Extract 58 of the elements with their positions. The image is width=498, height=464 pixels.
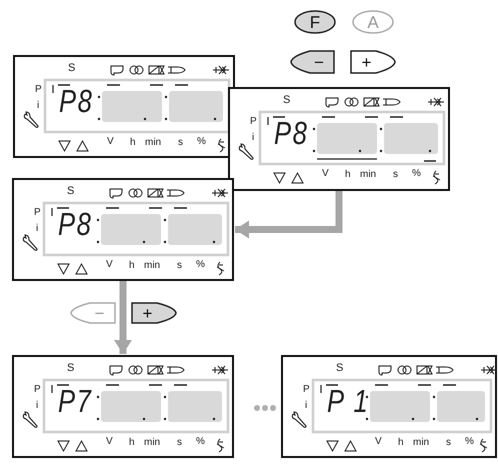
display-panel [12,355,234,458]
unit-label: h [129,438,135,448]
display-panel [228,87,450,191]
unit-label: s [177,438,182,448]
key-button: + [349,50,396,74]
unit-label: % [196,260,205,270]
segment-digits: P7 [58,385,92,417]
unit-label: % [465,437,474,447]
unit-label: min [144,261,160,271]
indicator-label: S [68,63,76,74]
key-button: A [352,10,394,34]
key-button: − [70,302,117,324]
indicator-label: S [67,363,74,374]
key-button: + [130,302,177,324]
indicator-label: P [35,85,42,95]
unit-label: V [106,260,113,270]
unit-label: V [107,137,114,147]
unit-label: min [413,438,430,448]
indicator-label: i [37,101,40,111]
unit-label: s [446,438,451,448]
unit-label: s [177,261,182,271]
indicator-label: i [252,133,254,143]
unit-label: h [398,438,404,448]
unit-label: % [196,437,205,447]
flow-arrow [114,281,132,354]
segment-digits: P8 [274,117,309,149]
segment-digits: P8 [59,85,94,117]
display-panel [281,355,497,458]
unit-label: h [129,261,135,271]
unit-label: h [345,170,351,180]
segment-digits: P8 [58,208,92,240]
unit-label: V [375,437,382,447]
unit-label: h [130,138,136,148]
display-panel [12,178,234,281]
indicator-label: S [283,95,290,106]
indicator-label: i [305,401,308,411]
display-panel [13,55,235,158]
unit-label: V [322,169,329,179]
key-button: − [290,50,336,74]
unit-label: % [412,169,421,179]
unit-label: % [197,137,206,147]
unit-label: s [178,138,183,148]
indicator-label: P [34,385,41,395]
unit-label: min [144,438,160,448]
indicator-label: P [34,208,41,218]
segment-digits: P 1 [327,385,370,417]
indicator-label: P [303,385,310,395]
indicator-label: i [36,401,38,411]
unit-label: V [106,437,113,447]
unit-label: s [393,170,398,180]
indicator-label: i [36,224,38,234]
unit-label: min [360,170,376,180]
indicator-label: S [336,363,344,374]
indicator-label: S [67,186,74,197]
flow-arrow [235,191,342,238]
unit-label: min [145,138,162,148]
indicator-label: P [250,117,257,127]
key-button: F [294,10,336,34]
